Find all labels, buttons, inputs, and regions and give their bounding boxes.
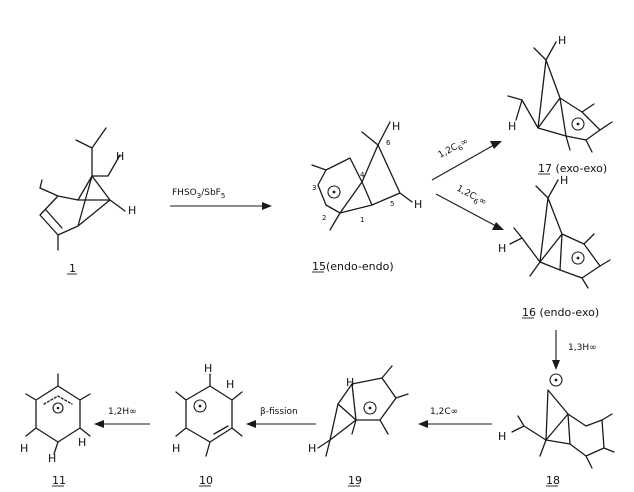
molecule-label: 17 (exo-exo) <box>538 162 607 175</box>
hydrogen-label: H <box>498 242 506 255</box>
hydrogen-label: H <box>414 198 422 211</box>
reaction-arrow-to-19: 1,2C∞ <box>418 407 492 428</box>
radical-center <box>571 117 585 131</box>
hydrogen-label: H <box>498 430 506 443</box>
molecule-16: H H 16 (endo-exo) <box>498 174 611 319</box>
position-number: 3 <box>312 184 316 192</box>
molecule-number: 18 <box>546 474 560 487</box>
reagent-label: 1,2C6∞ <box>437 137 471 163</box>
molecule-number: 19 <box>348 474 362 487</box>
molecule-10: H H H 10 <box>172 362 243 487</box>
molecule-number: 1 <box>69 262 76 275</box>
reaction-arrow-to-18: 1,3H∞ <box>552 330 597 370</box>
hydrogen-label: H <box>20 442 28 455</box>
molecule-label: 15(endo-endo) <box>312 260 394 273</box>
position-number: 1 <box>360 216 364 224</box>
reaction-arrow-to-17: 1,2C6∞ <box>431 137 502 181</box>
reagent-label: FHSO3/SbF5 <box>172 188 225 200</box>
hydrogen-label: H <box>508 120 516 133</box>
radical-center <box>327 185 341 199</box>
reaction-arrow-beta-fission: β-fission <box>246 407 316 428</box>
reagent-label: 1,2H∞ <box>108 407 137 417</box>
hydrogen-label: H <box>560 174 568 187</box>
position-number: 4 <box>360 171 365 179</box>
radical-center <box>363 401 377 415</box>
reagent-label: β-fission <box>260 407 298 417</box>
hydrogen-label: H <box>128 204 136 217</box>
position-number: 2 <box>322 214 326 222</box>
reaction-arrow-to-11: 1,2H∞ <box>94 407 150 428</box>
hydrogen-label: H <box>226 378 234 391</box>
reagent-label: 1,3H∞ <box>568 343 597 353</box>
hydrogen-label: H <box>346 376 354 389</box>
hydrogen-label: H <box>78 436 86 449</box>
molecule-18: H 18 <box>498 373 615 487</box>
hydrogen-label: H <box>308 442 316 455</box>
radical-center <box>549 373 563 387</box>
molecule-number: 10 <box>199 474 213 487</box>
hydrogen-label: H <box>48 452 56 465</box>
molecule-15: H H 6 4 3 2 1 5 15(endo-endo) <box>311 120 422 273</box>
molecule-19: H H 19 <box>308 365 409 487</box>
reagent-label: 1,2C∞ <box>430 407 458 417</box>
position-number: 5 <box>390 200 394 208</box>
hydrogen-label: H <box>204 362 212 375</box>
molecule-17: H H 17 (exo-exo) <box>507 34 613 175</box>
molecule-1: H H 1 <box>39 127 136 275</box>
reaction-arrow-to-16: 1,2C6∞ <box>435 184 504 230</box>
hydrogen-label: H <box>116 150 124 163</box>
molecule-11: H H H 11 <box>20 373 91 487</box>
reaction-arrow-fhso3-sbf5: FHSO3/SbF5 <box>170 188 272 210</box>
radical-center <box>571 251 585 265</box>
molecule-label: 16 (endo-exo) <box>522 306 599 319</box>
hydrogen-label: H <box>392 120 400 133</box>
position-number: 6 <box>386 139 391 147</box>
hydrogen-label: H <box>558 34 566 47</box>
hydrogen-label: H <box>172 442 180 455</box>
molecule-number: 11 <box>52 474 66 487</box>
radical-center <box>193 399 207 413</box>
radical-center <box>52 402 64 414</box>
